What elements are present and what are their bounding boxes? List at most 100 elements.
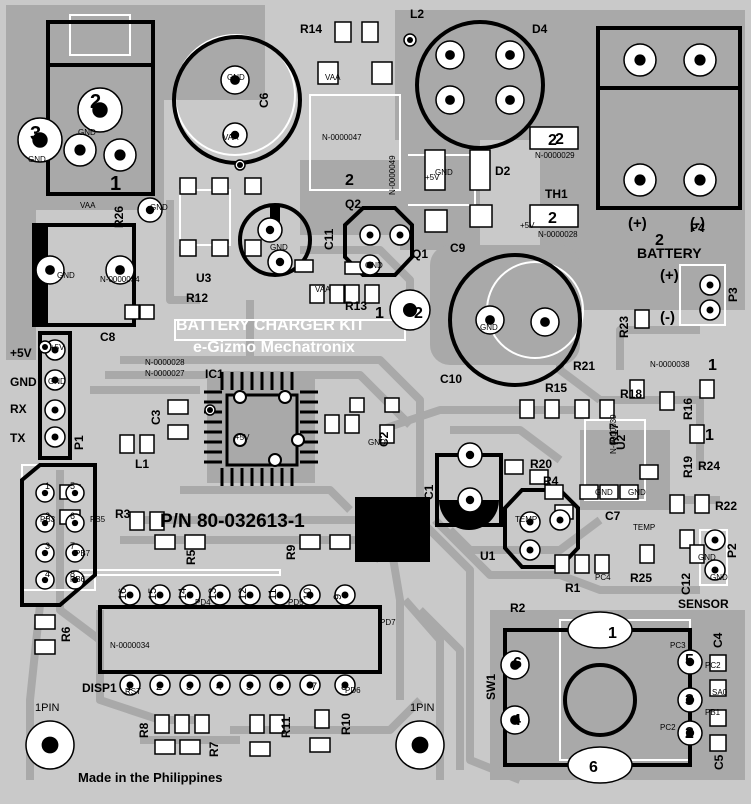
drill-hole (51, 376, 59, 384)
smd-pad (324, 414, 340, 434)
smd-pad (694, 494, 710, 514)
drill-hole (41, 576, 49, 584)
drill-hole (32, 132, 48, 148)
designator-c7: C7 (605, 509, 621, 523)
designator-r7: R7 (207, 741, 221, 757)
net-label: RST (125, 687, 141, 696)
net-label: PD4 (195, 598, 211, 607)
drill-hole (276, 591, 284, 599)
net-label: PB6 (70, 575, 86, 584)
drill-hole (465, 495, 475, 505)
designator-c8: C8 (100, 330, 116, 344)
designator-r26: R26 (112, 206, 126, 228)
drill-hole (145, 205, 155, 215)
designator-r11: R11 (279, 716, 293, 738)
header-pin-number: 4 (45, 569, 50, 579)
smd-pad (34, 614, 56, 630)
component-value: N-0000029 (535, 151, 575, 160)
drill-hole (265, 225, 275, 235)
drill-hole (510, 715, 520, 725)
left-label: RX (10, 402, 27, 416)
designator-th1: TH1 (545, 187, 568, 201)
smd-pad (504, 459, 524, 475)
net-label: GND (368, 438, 386, 447)
net-label: VAA (325, 73, 341, 82)
designator-r18: R18 (620, 387, 642, 401)
display-pin-bottom: 5 (246, 681, 252, 693)
drill-hole (71, 489, 79, 497)
designator-c4: C4 (711, 632, 725, 648)
smd-pad (574, 399, 590, 419)
drill-hole (275, 257, 285, 267)
designator-r5: R5 (184, 549, 198, 565)
smd-pad (179, 239, 197, 257)
net-label: GND (150, 203, 168, 212)
smd-pad (594, 554, 610, 574)
designator-r23: R23 (617, 316, 631, 338)
net-label: VAA (223, 133, 239, 142)
drill-hole (71, 519, 79, 527)
pad-number: 2 (414, 305, 423, 322)
left-label: +5V (10, 346, 32, 360)
display-pin-bottom: 7 (311, 681, 317, 693)
drill-hole (41, 519, 49, 527)
drill-hole (41, 736, 59, 754)
smd-pad (689, 544, 705, 564)
designator-r10: R10 (339, 713, 353, 735)
net-label: PD6 (345, 686, 361, 695)
smd-pad (244, 177, 262, 195)
net-label: PB5 (90, 515, 106, 524)
net-label: PD7 (380, 618, 396, 627)
pad-number: 3 (30, 123, 41, 145)
pad-number: 1 (608, 625, 617, 642)
display-pin-bottom: 3 (186, 681, 192, 693)
display-pin-top: 14 (177, 588, 189, 600)
drill-hole (115, 265, 125, 275)
drill-hole (634, 54, 646, 66)
drill-hole (306, 681, 314, 689)
pad-number: 2 (345, 172, 354, 189)
smd-pad (529, 469, 549, 485)
smd-pad (554, 554, 570, 574)
drill-hole (711, 566, 719, 574)
net-label: GND (28, 155, 46, 164)
smd-pad (309, 284, 325, 304)
drill-hole (246, 681, 254, 689)
drill-hole (445, 50, 455, 60)
display-pin-top: 13 (207, 588, 219, 600)
designator-d4: D4 (532, 22, 548, 36)
drill-hole (465, 450, 475, 460)
drill-hole (156, 681, 164, 689)
net-label: +5V (425, 173, 440, 182)
pad-number: 2 (90, 91, 101, 113)
net-label: GND (78, 128, 96, 137)
drill-hole (526, 546, 534, 554)
drill-hole (526, 518, 534, 526)
smd-pad (634, 309, 650, 329)
designator-p1: P1 (72, 435, 86, 450)
drill-hole (403, 303, 417, 317)
smd-pad (294, 259, 314, 273)
smd-pad (334, 21, 352, 43)
net-label: PB3 (40, 515, 56, 524)
header-pin-number: 8 (70, 569, 75, 579)
smd-pad (699, 379, 715, 399)
smd-pads (34, 21, 727, 757)
designator-r16: R16 (681, 398, 695, 420)
designator-r8: R8 (137, 722, 151, 738)
designator-q2: Q2 (345, 197, 361, 211)
drill-hole (237, 162, 243, 168)
display-pin-bottom: 1 (126, 681, 132, 693)
smd-pad (317, 61, 339, 85)
smd-pad (249, 714, 265, 734)
net-label: GND (480, 323, 498, 332)
smd-pad (424, 209, 448, 233)
designator-r17: R17 (607, 423, 621, 445)
drill-hole (505, 95, 515, 105)
smd-pad (139, 434, 155, 454)
smd-pad (154, 534, 176, 550)
p3-minus: (-) (660, 309, 675, 326)
header-pin-number: 6 (70, 511, 75, 521)
designator-c10: C10 (440, 372, 462, 386)
